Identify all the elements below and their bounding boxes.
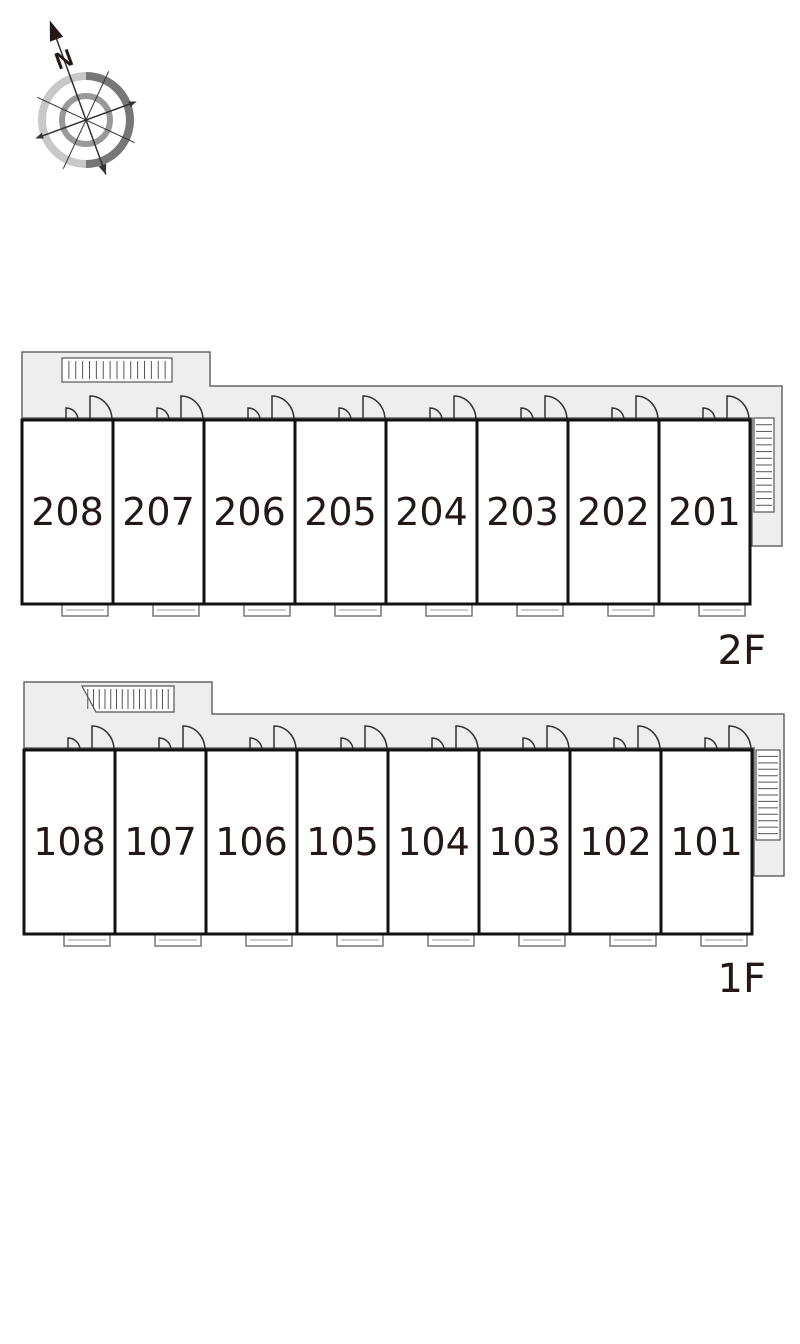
unit-number: 108 [33,820,106,864]
unit-101-room [659,748,754,936]
unit-204: 204 [384,395,479,617]
unit-203-room [475,418,570,606]
unit-201-room [657,418,752,606]
unit-107: 107 [113,725,208,947]
north-arrow-icon [49,20,64,42]
staircase-1f-top-icon [80,685,175,713]
unit-number: 208 [31,490,104,534]
unit-101: 101 [659,725,754,947]
floor-1f-plan: 108 107 106 105 104 103 102 101 1F [22,681,785,1002]
compass: N [35,20,137,175]
unit-205-room [293,418,388,606]
unit-number: 201 [668,490,741,534]
unit-105-room [295,748,390,936]
unit-number: 103 [488,820,561,864]
unit-106-room [204,748,299,936]
unit-104-room [386,748,481,936]
unit-106: 106 [204,725,299,947]
unit-104: 104 [386,725,481,947]
staircase-2f-side-icon [753,417,775,513]
floor-2f-plan: 208 207 206 205 204 203 202 201 2F [20,351,783,674]
unit-number: 205 [304,490,377,534]
unit-202: 202 [566,395,661,617]
unit-number: 206 [213,490,286,534]
unit-205: 205 [293,395,388,617]
unit-number: 203 [486,490,559,534]
unit-107-room [113,748,208,936]
unit-number: 105 [306,820,379,864]
unit-number: 207 [122,490,195,534]
compass-north-label: N [51,44,77,75]
unit-102: 102 [568,725,663,947]
unit-206-room [202,418,297,606]
unit-201: 201 [657,395,752,617]
walkway-1f [23,681,785,877]
floor-label-2f: 2F [718,628,766,674]
unit-number: 106 [215,820,288,864]
unit-103: 103 [477,725,572,947]
unit-202-room [566,418,661,606]
staircase-2f-top-icon [61,357,173,383]
staircase-1f-side-icon [755,749,781,841]
unit-108: 108 [22,725,117,947]
unit-206: 206 [202,395,297,617]
unit-207: 207 [111,395,206,617]
unit-108-room [22,748,117,936]
unit-208-room [20,418,115,606]
unit-203: 203 [475,395,570,617]
walkway-2f [21,351,783,547]
floor-label-1f: 1F [718,956,766,1002]
unit-number: 102 [579,820,652,864]
unit-208: 208 [20,395,115,617]
unit-102-room [568,748,663,936]
unit-number: 101 [670,820,743,864]
unit-105: 105 [295,725,390,947]
unit-204-room [384,418,479,606]
unit-number: 202 [577,490,650,534]
compass-inner-ring [59,93,113,147]
unit-number: 204 [395,490,468,534]
unit-number: 107 [124,820,197,864]
unit-number: 104 [397,820,470,864]
